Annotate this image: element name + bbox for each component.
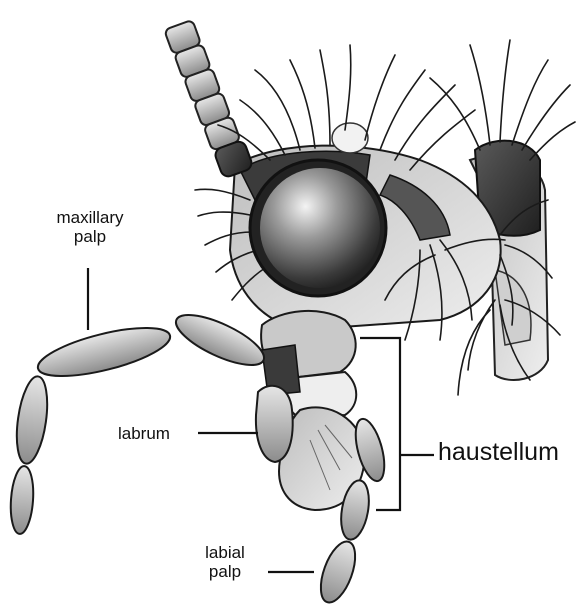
labial-palp-label-line2: palp: [185, 562, 265, 581]
maxillary-palp-label-line2: palp: [30, 227, 150, 246]
maxillary-palp-label-line1: maxillary: [30, 208, 150, 227]
labrum-label: labrum: [118, 424, 170, 443]
maxillary-palp-segments: [9, 305, 271, 534]
haustellum-label: haustellum: [438, 438, 559, 466]
maxillary-palp-label: maxillary palp: [30, 208, 150, 246]
labrum-lobe: [256, 386, 293, 462]
labial-palp-label-line1: labial: [185, 543, 265, 562]
labial-palp-label: labial palp: [185, 543, 265, 581]
compound-eye: [250, 160, 386, 296]
antenna: [164, 17, 253, 180]
